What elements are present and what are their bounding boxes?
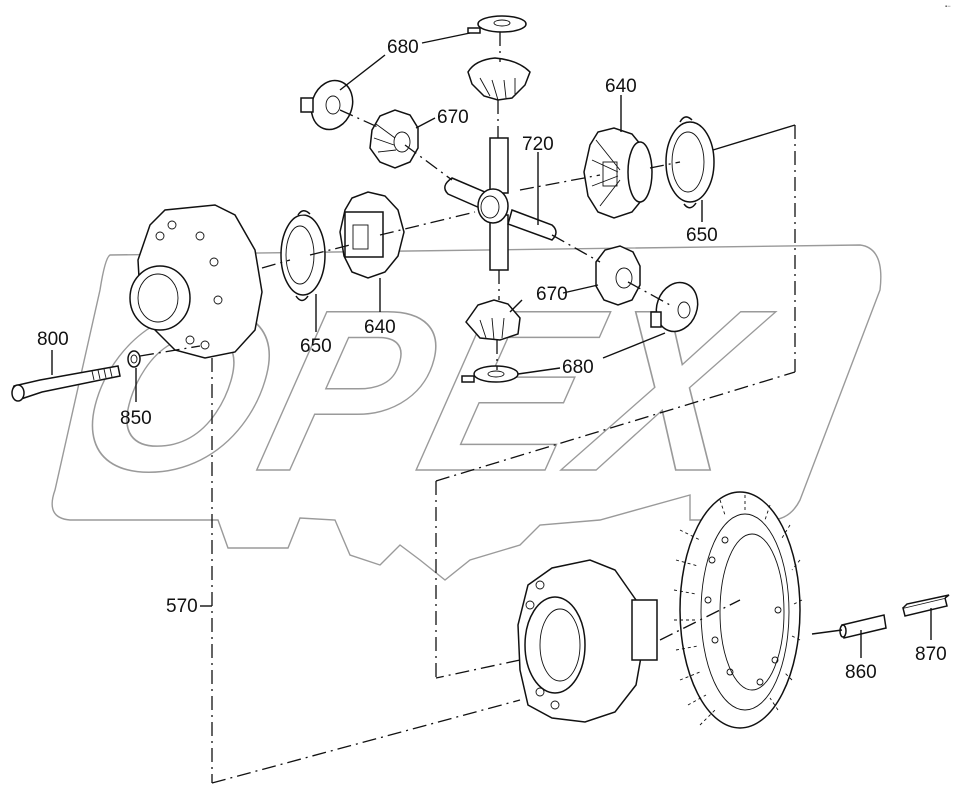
part-640-left [339, 191, 405, 279]
callout-640-left: 640 [364, 317, 396, 338]
callout-860: 860 [845, 662, 877, 683]
part-case-right [517, 559, 658, 723]
part-670-left [369, 109, 419, 169]
part-680-top [467, 15, 527, 34]
part-650-left [280, 210, 326, 302]
callout-870: 870 [915, 644, 947, 665]
callout-650-right: 650 [686, 225, 718, 246]
part-800-bolt [11, 365, 121, 402]
part-680-left [300, 79, 354, 131]
corner-mark: ▪− [945, 4, 951, 10]
part-ring-gear [673, 491, 803, 729]
centerlines [139, 32, 796, 784]
part-680-right [650, 281, 699, 333]
callout-720: 720 [522, 134, 554, 155]
part-850-washer [127, 350, 141, 368]
callout-670-top: 670 [437, 107, 469, 128]
callout-640-right: 640 [605, 76, 637, 97]
callout-650-left: 650 [300, 336, 332, 357]
part-case-left [129, 204, 263, 359]
callout-680-bottom: 680 [562, 357, 594, 378]
callout-680-top: 680 [387, 37, 419, 58]
part-670-bottom [465, 299, 521, 341]
callout-labels: 680 670 720 640 650 640 650 670 680 800 … [37, 37, 947, 683]
part-670-top [467, 57, 531, 101]
part-650-right [665, 116, 715, 209]
part-870-key [902, 594, 950, 617]
part-720-spider [444, 137, 557, 271]
watermark-gear-outline [51, 244, 882, 581]
leader-lines [51, 32, 932, 658]
callout-850: 850 [120, 408, 152, 429]
part-860-pin [839, 614, 887, 639]
callout-800: 800 [37, 329, 69, 350]
callout-670-bottom: 670 [536, 284, 568, 305]
part-670-right [595, 245, 641, 306]
callout-570: 570 [166, 596, 198, 617]
part-640-right [583, 127, 653, 219]
